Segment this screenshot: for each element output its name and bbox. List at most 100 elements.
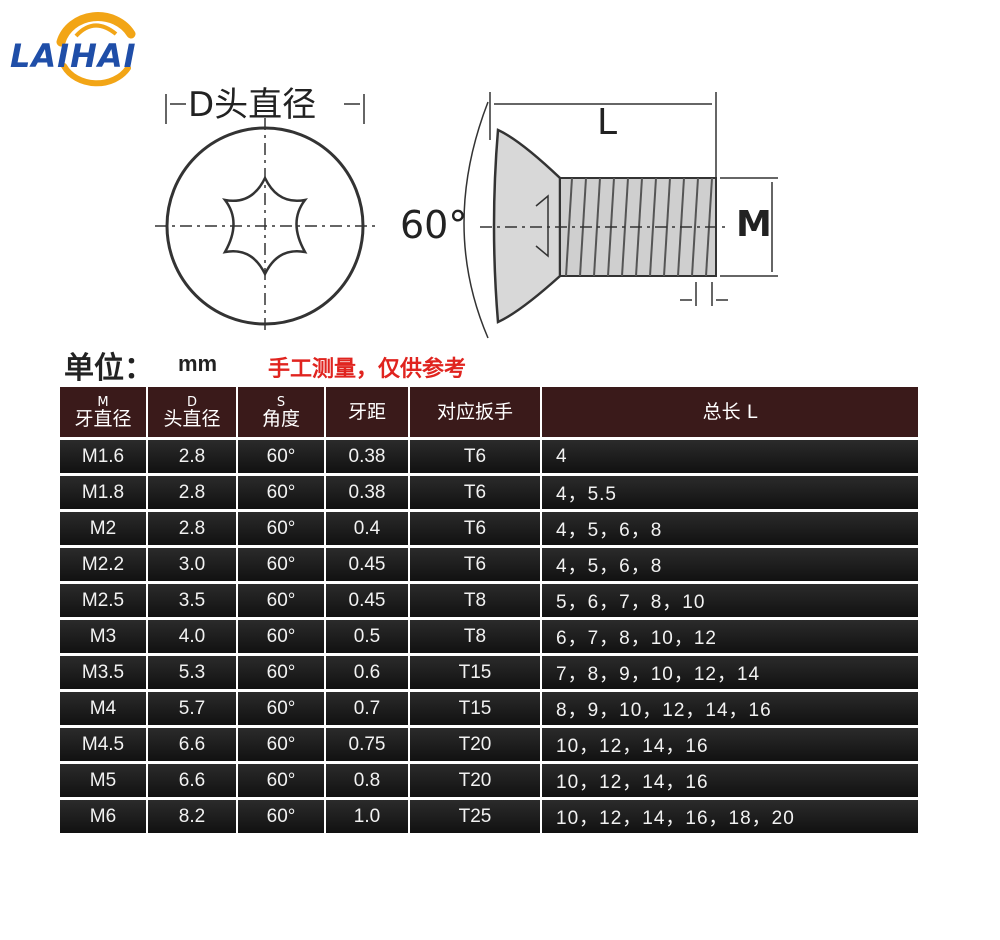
screw-diagram: D头直径 L 60° M [155, 85, 778, 339]
table-cell-wrench-size: T25 [410, 800, 542, 833]
measurement-note: 手工测量，仅供参考 [268, 357, 467, 382]
column-label: 角度 [261, 407, 300, 430]
table-cell-wrench-size: T8 [410, 584, 542, 617]
table-cell-angle: 60° [238, 512, 326, 545]
table-cell-thread-diameter: M4 [60, 692, 148, 725]
table-cell-thread-diameter: M2.2 [60, 548, 148, 581]
column-symbol: D [186, 394, 197, 410]
table-cell-wrench-size: T20 [410, 764, 542, 797]
table-cell-total-length: 4，5，6，8 [542, 548, 918, 581]
table-cell-thread-diameter: M1.6 [60, 440, 148, 473]
table-cell-thread-diameter: M3.5 [60, 656, 148, 689]
table-cell-angle: 60° [238, 584, 326, 617]
table-cell-thread-diameter: M1.8 [60, 476, 148, 509]
column-label: 总长 L [702, 401, 758, 423]
table-cell-pitch: 0.75 [326, 728, 410, 761]
column-symbol: M [97, 394, 109, 410]
unit-value: mm [178, 351, 218, 376]
table-cell-pitch: 1.0 [326, 800, 410, 833]
table-cell-wrench-size: T6 [410, 512, 542, 545]
table-cell-wrench-size: T15 [410, 656, 542, 689]
table-cell-total-length: 8，9，10，12，14，16 [542, 692, 918, 725]
table-cell-thread-diameter: M3 [60, 620, 148, 653]
table-cell-thread-diameter: M4.5 [60, 728, 148, 761]
table-cell-head-diameter: 5.3 [148, 656, 238, 689]
table-cell-total-length: 10，12，14，16 [542, 728, 918, 761]
table-cell-pitch: 0.45 [326, 548, 410, 581]
table-cell-angle: 60° [238, 548, 326, 581]
table-cell-head-diameter: 8.2 [148, 800, 238, 833]
table-cell-head-diameter: 3.5 [148, 584, 238, 617]
column-header-wrench-size: 对应扳手 [410, 387, 542, 437]
table-cell-total-length: 10，12，14，16 [542, 764, 918, 797]
table-cell-pitch: 0.5 [326, 620, 410, 653]
table-cell-pitch: 0.8 [326, 764, 410, 797]
table-cell-angle: 60° [238, 656, 326, 689]
logo-text: LAIHAI [10, 37, 137, 75]
table-cell-head-diameter: 2.8 [148, 476, 238, 509]
table-cell-wrench-size: T20 [410, 728, 542, 761]
table-cell-angle: 60° [238, 620, 326, 653]
column-symbol: S [276, 394, 286, 410]
table-cell-head-diameter: 5.7 [148, 692, 238, 725]
table-cell-pitch: 0.45 [326, 584, 410, 617]
table-cell-pitch: 0.4 [326, 512, 410, 545]
column-label: 头直径 [163, 407, 221, 430]
table-cell-wrench-size: T6 [410, 548, 542, 581]
logo-sun-icon [56, 12, 136, 87]
table-cell-total-length: 5，6，7，8，10 [542, 584, 918, 617]
table-cell-angle: 60° [238, 692, 326, 725]
table-cell-total-length: 4，5，6，8 [542, 512, 918, 545]
table-cell-wrench-size: T8 [410, 620, 542, 653]
table-cell-total-length: 7，8，9，10，12，14 [542, 656, 918, 689]
head-top-view [155, 94, 375, 334]
column-header-pitch: 牙距 [326, 387, 410, 437]
table-cell-head-diameter: 4.0 [148, 620, 238, 653]
table-cell-head-diameter: 6.6 [148, 728, 238, 761]
table-cell-wrench-size: T15 [410, 692, 542, 725]
table-cell-total-length: 10，12，14，16，18，20 [542, 800, 918, 833]
table-cell-angle: 60° [238, 440, 326, 473]
table-cell-pitch: 0.7 [326, 692, 410, 725]
table-cell-total-length: 6，7，8，10，12 [542, 620, 918, 653]
table-cell-total-length: 4，5.5 [542, 476, 918, 509]
head-diameter-label: D头直径 [188, 85, 316, 125]
column-label: 对应扳手 [436, 401, 513, 423]
torx-star-icon [222, 175, 308, 277]
table-cell-wrench-size: T6 [410, 476, 542, 509]
column-label: 牙距 [347, 401, 386, 423]
table-cell-angle: 60° [238, 728, 326, 761]
unit-label: 单位： [64, 351, 154, 386]
thread-label: M [736, 204, 772, 245]
table-cell-head-diameter: 2.8 [148, 512, 238, 545]
length-label: L [597, 102, 617, 143]
table-cell-pitch: 0.38 [326, 440, 410, 473]
table-cell-head-diameter: 3.0 [148, 548, 238, 581]
screw-side-view [463, 92, 778, 339]
table-cell-thread-diameter: M5 [60, 764, 148, 797]
table-cell-thread-diameter: M2.5 [60, 584, 148, 617]
column-label: 牙直径 [74, 407, 132, 430]
table-cell-pitch: 0.6 [326, 656, 410, 689]
table-cell-angle: 60° [238, 476, 326, 509]
table-cell-angle: 60° [238, 800, 326, 833]
table-cell-wrench-size: T6 [410, 440, 542, 473]
angle-label: 60° [400, 203, 467, 247]
